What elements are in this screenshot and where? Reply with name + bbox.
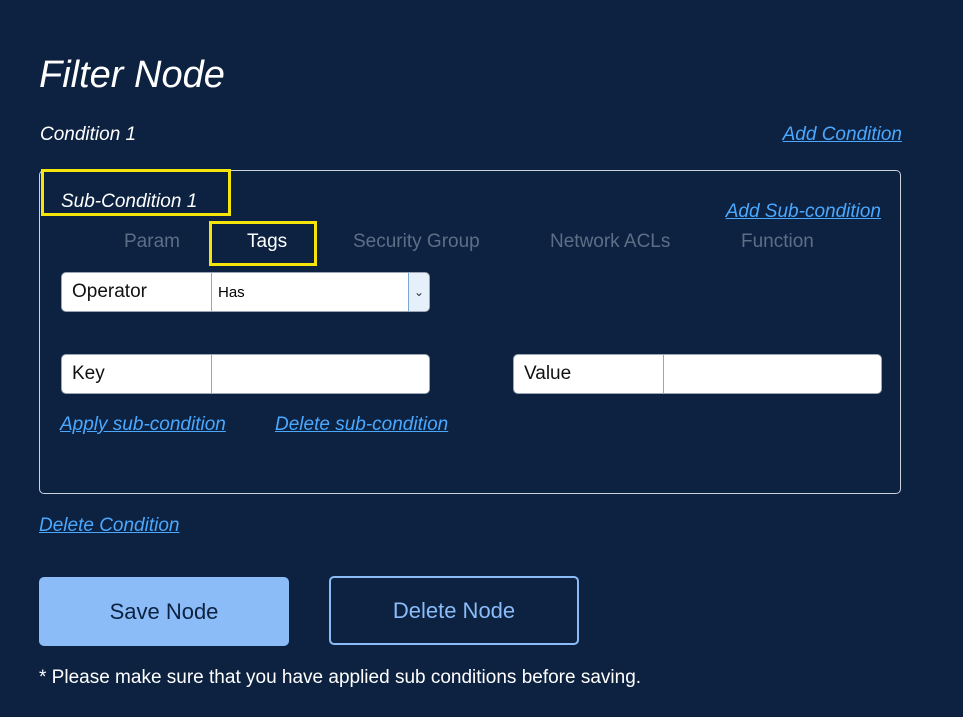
key-label: Key xyxy=(62,355,212,393)
operator-field: Operator Has ⌄ xyxy=(61,272,430,312)
delete-node-button[interactable]: Delete Node xyxy=(329,576,579,645)
tab-tags[interactable]: Tags xyxy=(247,231,288,252)
key-field: Key xyxy=(61,354,430,394)
subcondition-tabs: Param Tags Security Group Network ACLs F… xyxy=(40,231,900,255)
page-title: Filter Node xyxy=(39,54,225,96)
subcondition-label: Sub-Condition 1 xyxy=(61,191,198,212)
tab-network-acls[interactable]: Network ACLs xyxy=(550,231,671,252)
chevron-down-icon[interactable]: ⌄ xyxy=(408,273,429,311)
condition-box: Sub-Condition 1 Add Sub-condition Param … xyxy=(39,169,901,494)
value-input[interactable] xyxy=(664,355,881,393)
delete-subcondition-link[interactable]: Delete sub-condition xyxy=(275,414,449,435)
add-subcondition-link[interactable]: Add Sub-condition xyxy=(725,201,881,222)
tab-param[interactable]: Param xyxy=(124,231,180,252)
apply-subcondition-link[interactable]: Apply sub-condition xyxy=(60,414,226,435)
value-field: Value xyxy=(513,354,882,394)
save-note: * Please make sure that you have applied… xyxy=(39,667,642,688)
delete-condition-link[interactable]: Delete Condition xyxy=(39,515,180,536)
tab-security-group[interactable]: Security Group xyxy=(353,231,480,252)
add-condition-link[interactable]: Add Condition xyxy=(782,124,902,145)
value-label: Value xyxy=(514,355,664,393)
tab-function[interactable]: Function xyxy=(741,231,814,252)
key-input[interactable] xyxy=(212,355,429,393)
save-node-button[interactable]: Save Node xyxy=(39,577,289,646)
condition-label: Condition 1 xyxy=(40,124,137,145)
operator-label: Operator xyxy=(62,273,212,311)
operator-select[interactable]: Has xyxy=(218,284,245,301)
